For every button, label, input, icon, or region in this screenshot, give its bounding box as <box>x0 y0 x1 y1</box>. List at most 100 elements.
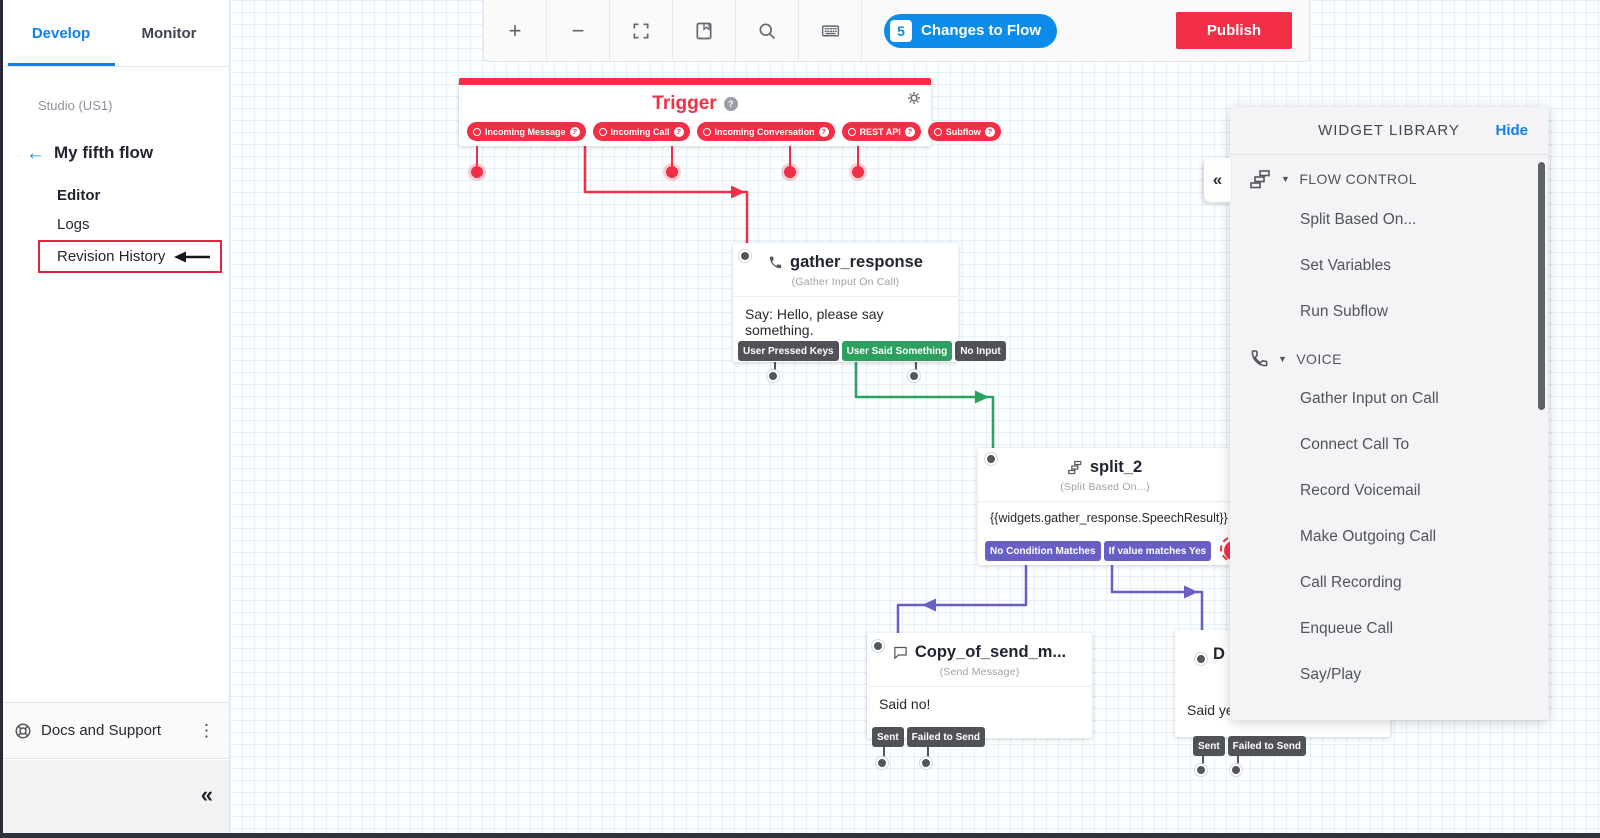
tab-develop[interactable]: Develop <box>31 25 91 42</box>
section-flow-control[interactable]: ▼ FLOW CONTROL <box>1230 155 1548 197</box>
connector-dot[interactable] <box>1195 653 1207 665</box>
trigger-chip-rest-api[interactable]: REST API? <box>841 122 921 141</box>
widget-type: (Send Message) <box>939 666 1020 678</box>
library-item-split-based-on[interactable]: Split Based On... <box>1300 211 1417 228</box>
widget-library-title: WIDGET LIBRARY <box>1318 122 1460 139</box>
trigger-widget[interactable]: Trigger ? Incoming Message? Incoming Cal… <box>459 78 1001 146</box>
widget-split-2[interactable]: split_2 (Split Based On...) {{widgets.ga… <box>978 448 1280 565</box>
keyboard-icon <box>821 25 839 37</box>
trigger-chip-incoming-call[interactable]: Incoming Call? <box>592 122 690 141</box>
connector-dot[interactable] <box>666 166 678 178</box>
library-item-connect-call-to[interactable]: Connect Call To <box>1300 436 1410 453</box>
sidebar-item-editor[interactable]: Editor <box>57 187 101 204</box>
kebab-menu-icon[interactable]: ⋮ <box>198 720 215 740</box>
library-scrollbar[interactable] <box>1538 162 1545 410</box>
connector-dot[interactable] <box>471 166 483 178</box>
widget-name: gather_response <box>790 253 923 271</box>
chevron-down-icon: ▼ <box>1281 174 1291 184</box>
radio-icon <box>847 127 856 136</box>
help-icon: ? <box>904 126 915 137</box>
keyboard-shortcuts-button[interactable] <box>799 0 862 61</box>
help-icon: ? <box>984 126 995 137</box>
help-icon: ? <box>818 126 829 137</box>
connector-dot[interactable] <box>876 757 888 769</box>
widget-name: Copy_of_send_m... <box>914 643 1067 661</box>
widget-copy-of-send-message[interactable]: Copy_of_send_m... (Send Message) Said no… <box>867 633 1092 747</box>
zoom-out-button[interactable]: − <box>547 0 610 61</box>
connector-dot[interactable] <box>908 370 920 382</box>
library-item-set-variables[interactable]: Set Variables <box>1300 257 1392 274</box>
help-icon[interactable]: ? <box>723 97 738 111</box>
radio-icon <box>473 127 481 136</box>
library-item-call-recording[interactable]: Call Recording <box>1300 574 1402 591</box>
transition-no-input: No Input <box>955 341 1006 361</box>
radio-icon <box>598 127 607 136</box>
trigger-accent-bar <box>459 78 931 85</box>
transition-sent: Sent <box>872 727 904 747</box>
help-icon: ? <box>569 126 580 137</box>
gear-settings-icon[interactable] <box>906 90 922 106</box>
hide-library-link[interactable]: Hide <box>1495 122 1528 139</box>
section-voice[interactable]: ▼ VOICE <box>1230 335 1548 376</box>
back-arrow-icon[interactable]: ← <box>26 142 45 164</box>
radio-icon <box>933 127 942 136</box>
search-button[interactable] <box>736 0 799 61</box>
book-icon <box>696 22 712 39</box>
connector-dot[interactable] <box>739 250 751 262</box>
transition-no-condition-matches: No Condition Matches <box>985 541 1101 561</box>
library-button[interactable] <box>673 0 736 61</box>
library-list-flow-control: Split Based On... Set Variables Run Subf… <box>1230 197 1548 335</box>
trigger-chip-incoming-message[interactable]: Incoming Message? <box>467 122 586 141</box>
flow-name: My fifth flow <box>54 143 154 162</box>
sidebar: Develop Monitor Studio (US1) ← My fifth … <box>0 0 230 838</box>
sidebar-footer: « <box>0 760 229 833</box>
sidebar-item-revision-history[interactable]: Revision History <box>57 248 166 265</box>
library-item-run-subflow[interactable]: Run Subflow <box>1300 303 1388 320</box>
transition-if-value-matches-yes: If value matches Yes <box>1103 541 1212 561</box>
chat-bubble-icon <box>894 646 907 660</box>
widget-body: Say: Hello, please say something. <box>745 306 884 338</box>
plus-icon: + <box>508 17 522 43</box>
radio-icon <box>702 127 711 136</box>
collapse-sidebar-button[interactable]: « <box>200 782 213 807</box>
library-list-voice: Gather Input on Call Connect Call To Rec… <box>1230 376 1548 698</box>
studio-context-label: Studio (US1) <box>38 98 113 113</box>
library-item-say-play[interactable]: Say/Play <box>1300 666 1362 683</box>
trigger-title: Trigger <box>652 93 717 114</box>
publish-button[interactable]: Publish <box>1176 12 1292 49</box>
library-item-make-outgoing-call[interactable]: Make Outgoing Call <box>1300 528 1437 545</box>
library-item-gather-input-on-call[interactable]: Gather Input on Call <box>1300 390 1439 407</box>
trigger-chip-subflow[interactable]: Subflow? <box>927 122 1001 141</box>
active-tab-indicator <box>8 63 115 66</box>
annotation-arrow-icon <box>174 251 211 262</box>
transition-user-pressed-keys: User Pressed Keys <box>738 341 839 361</box>
tab-monitor[interactable]: Monitor <box>141 25 197 42</box>
trigger-chip-incoming-conversation[interactable]: Incoming Conversation? <box>696 122 835 141</box>
fit-view-button[interactable] <box>610 0 673 61</box>
connector-dot[interactable] <box>872 640 884 652</box>
window-bottom-edge <box>0 833 1600 838</box>
connector-dot[interactable] <box>1230 764 1242 776</box>
zoom-in-button[interactable]: + <box>484 0 547 61</box>
connector-dot[interactable] <box>852 166 864 178</box>
connector-dot[interactable] <box>1195 764 1207 776</box>
connector-dot[interactable] <box>784 166 796 178</box>
library-item-record-voicemail[interactable]: Record Voicemail <box>1300 482 1421 499</box>
window-left-edge <box>0 0 3 838</box>
changes-to-flow-button[interactable]: 5 Changes to Flow <box>884 13 1057 48</box>
library-item-enqueue-call[interactable]: Enqueue Call <box>1300 620 1394 637</box>
chevron-down-icon: ▼ <box>1278 353 1288 364</box>
phone-icon <box>769 256 782 269</box>
connector-dot[interactable] <box>920 757 932 769</box>
collapse-library-tab[interactable]: « <box>1204 158 1231 202</box>
connector-dot[interactable] <box>767 370 779 382</box>
connector-dot[interactable] <box>985 453 997 465</box>
widget-body: {{widgets.gather_response.SpeechResult}} <box>990 511 1228 525</box>
docs-and-support[interactable]: Docs and Support ⋮ <box>0 702 229 759</box>
sidebar-item-logs[interactable]: Logs <box>57 216 90 233</box>
split-icon <box>1250 170 1270 189</box>
phone-icon <box>1251 350 1268 367</box>
transition-failed-to-send: Failed to Send <box>1227 736 1307 756</box>
widget-gather-response[interactable]: gather_response (Gather Input On Call) S… <box>733 243 1006 362</box>
annotation-highlight-box: Revision History <box>38 240 222 273</box>
